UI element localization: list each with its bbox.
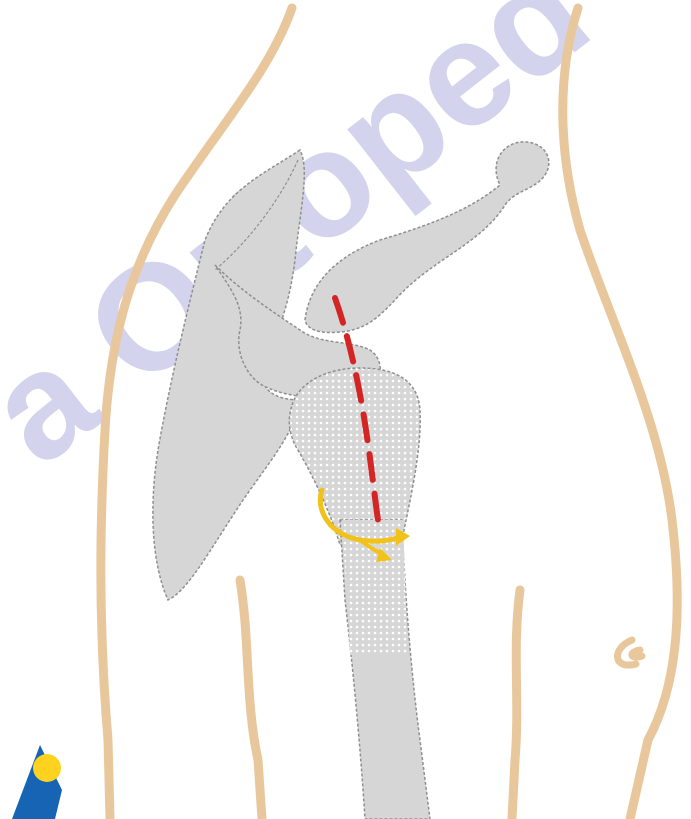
logo-mountain (12, 745, 62, 819)
logo-sun (33, 754, 61, 782)
right-arm-contour (512, 590, 520, 819)
humeral-head (289, 368, 420, 545)
right-body-contour (563, 8, 677, 819)
left-arm-contour (240, 580, 262, 819)
sun-over-mountain-logo-icon (12, 745, 62, 819)
nipple-contour (617, 640, 642, 665)
